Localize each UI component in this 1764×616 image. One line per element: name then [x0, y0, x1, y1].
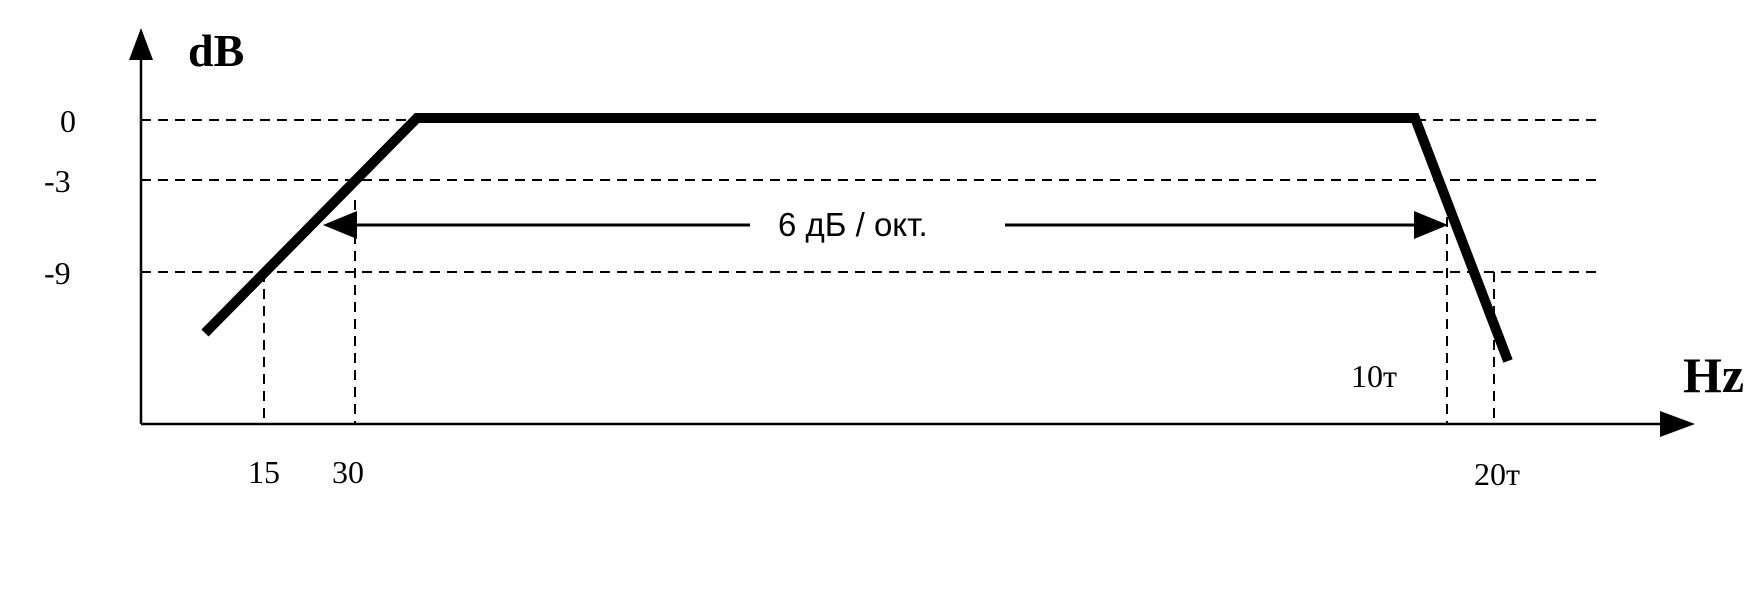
- slope-arrow-right-head: [1414, 211, 1448, 239]
- x-tick-30: 30: [332, 454, 364, 490]
- y-tick-0: 0: [60, 103, 76, 139]
- y-tick-minus3: -3: [44, 163, 71, 199]
- x-axis-arrowhead: [1660, 411, 1695, 437]
- slope-arrow-left-head: [323, 211, 357, 239]
- slope-annotation: 6 дБ / окт.: [778, 206, 928, 243]
- x-axis-unit: Hz: [1683, 347, 1744, 403]
- x-tick-20t: 20т: [1474, 456, 1520, 492]
- x-tick-15: 15: [248, 454, 280, 490]
- frequency-response-curve: [201, 113, 1513, 363]
- y-axis-unit: dB: [188, 25, 244, 76]
- y-tick-minus9: -9: [44, 255, 71, 291]
- x-tick-10t: 10т: [1351, 358, 1397, 394]
- y-axis-arrowhead: [129, 28, 153, 60]
